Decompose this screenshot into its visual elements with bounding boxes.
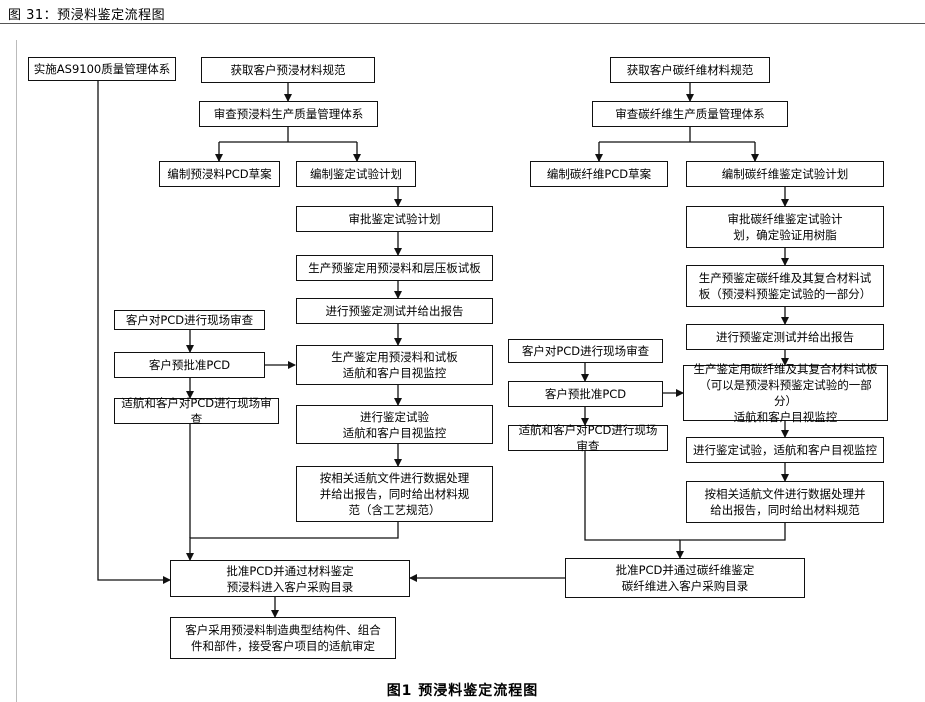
node-audit-right: 客户对PCD进行现场审查	[508, 339, 663, 363]
figure-caption: 图1 预浸料鉴定流程图	[386, 683, 539, 699]
node-pre-approve-right: 客户预批准PCD	[508, 381, 663, 407]
report-header: 图 31：预浸料鉴定流程图	[0, 0, 925, 24]
node-pre-approve-left: 客户预批准PCD	[114, 352, 265, 378]
node-qual-test-right: 进行鉴定试验，适航和客户目视监控	[686, 437, 884, 463]
node-get-prepreg-spec: 获取客户预浸材料规范	[201, 57, 375, 83]
node-approve-cf-plan: 审批碳纤维鉴定试验计 划，确定验证用树脂	[686, 206, 884, 248]
node-cf-test-plan: 编制碳纤维鉴定试验计划	[686, 161, 884, 187]
node-review-prepreg-qms: 审查预浸料生产质量管理体系	[199, 101, 378, 127]
node-produce-pre-cf: 生产预鉴定碳纤维及其复合材料试 板（预浸料预鉴定试验的一部分）	[686, 265, 884, 307]
node-cf-pcd-draft: 编制碳纤维PCD草案	[530, 161, 668, 187]
node-prepreg-pcd-draft: 编制预浸料PCD草案	[159, 161, 280, 187]
figure-frame	[16, 40, 913, 702]
node-approve-cf: 批准PCD并通过碳纤维鉴定 碳纤维进入客户采购目录	[565, 558, 805, 598]
node-get-cf-spec: 获取客户碳纤维材料规范	[610, 57, 770, 83]
node-pre-test-report-right: 进行预鉴定测试并给出报告	[686, 324, 884, 350]
node-customer-use: 客户采用预浸料制造典型结构件、组合 件和部件，接受客户项目的适航审定	[170, 617, 396, 659]
edge-as9100-to-approve	[97, 81, 171, 584]
edge-cfreview-split	[598, 127, 756, 161]
edge-review-split	[218, 127, 358, 161]
node-data-process-right: 按相关适航文件进行数据处理并 给出报告，同时给出材料规范	[686, 481, 884, 523]
node-approve-prepreg: 批准PCD并通过材料鉴定 预浸料进入客户采购目录	[170, 560, 410, 597]
node-produce-pre-panels: 生产预鉴定用预浸料和层压板试板	[296, 255, 493, 281]
node-review-cf-qms: 审查碳纤维生产质量管理体系	[592, 101, 788, 127]
node-as9100: 实施AS9100质量管理体系	[28, 57, 176, 81]
node-approve-test-plan: 审批鉴定试验计划	[296, 206, 493, 232]
node-produce-qual-prepreg: 生产鉴定用预浸料和试板 适航和客户目视监控	[296, 345, 493, 385]
edge-cfdata-to-approve	[676, 523, 786, 559]
node-airworthy-audit-left: 适航和客户对PCD进行现场审查	[114, 396, 279, 426]
node-pre-test-report: 进行预鉴定测试并给出报告	[296, 298, 493, 324]
node-audit-left: 客户对PCD进行现场审查	[114, 310, 265, 330]
header-rule	[0, 23, 925, 24]
node-prepreg-test-plan: 编制鉴定试验计划	[296, 161, 416, 187]
edge-cfairaudit-down	[584, 451, 680, 541]
edge-data-to-approve	[186, 522, 399, 561]
figure-title: 图 31：预浸料鉴定流程图	[8, 8, 166, 23]
node-airworthy-audit-right: 适航和客户对PCD进行现场审查	[508, 423, 668, 453]
node-data-process-left: 按相关适航文件进行数据处理 并给出报告，同时给出材料规 范（含工艺规范）	[296, 466, 493, 522]
node-qual-test: 进行鉴定试验 适航和客户目视监控	[296, 405, 493, 444]
node-produce-qual-cf: 生产鉴定用碳纤维及其复合材料试板 （可以是预浸料预鉴定试验的一部分） 适航和客户…	[683, 362, 888, 424]
